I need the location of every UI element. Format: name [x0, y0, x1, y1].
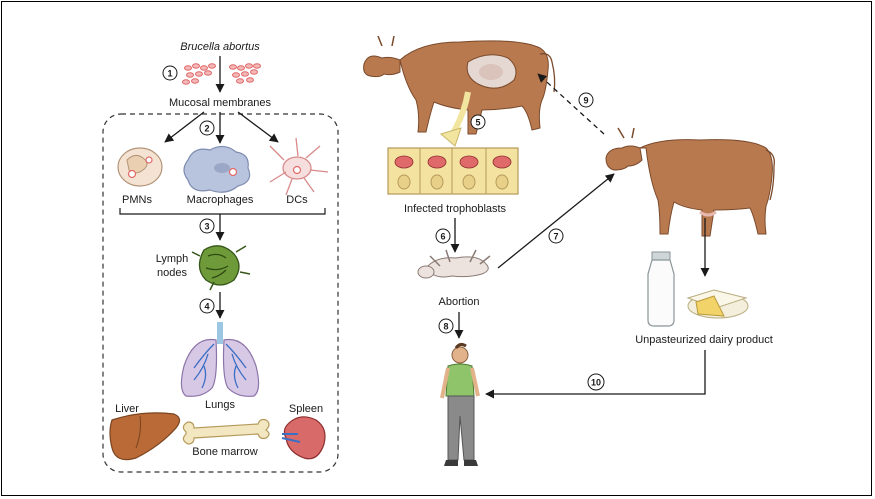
milk-bottle-icon — [647, 251, 675, 327]
liver-icon — [109, 412, 181, 461]
step-2-marker: 2 — [199, 120, 215, 136]
arrow-to-pmns — [164, 111, 205, 143]
abortion-label: Abortion — [439, 296, 480, 308]
macrophages-label: Macrophages — [187, 194, 254, 206]
arrow-reinfection — [537, 73, 605, 135]
cheese-icon — [686, 289, 749, 319]
step-1-marker: 1 — [162, 65, 178, 81]
mucosal-label: Mucosal membranes — [169, 97, 272, 109]
pathogen-label: Brucella abortus — [180, 41, 260, 53]
arrow-to-human-from-dairy — [485, 350, 706, 399]
bone-icon — [182, 418, 270, 445]
lymph-label-line2: nodes — [157, 267, 187, 279]
step-10-marker: 10 — [587, 373, 605, 391]
step-8-marker: 8 — [438, 318, 454, 334]
dendritic-cell-icon — [269, 137, 329, 196]
svg-text:5: 5 — [475, 118, 480, 128]
bone-marrow-label: Bone marrow — [192, 446, 257, 458]
spleen-label: Spleen — [289, 403, 323, 415]
step-5-marker: 5 — [470, 114, 486, 130]
trophoblast-cells-icon — [387, 147, 519, 195]
svg-text:4: 4 — [204, 302, 209, 312]
svg-text:8: 8 — [443, 322, 448, 332]
convergence-bracket — [119, 208, 326, 215]
step-6-marker: 6 — [435, 228, 451, 244]
bacteria-cluster-icon — [182, 63, 261, 85]
macrophage-cell-icon — [183, 145, 251, 193]
pregnant-cow-icon — [363, 35, 556, 135]
lymph-node-icon — [191, 245, 251, 291]
arrow-to-trophoblasts-head — [439, 127, 462, 147]
svg-text:3: 3 — [204, 222, 209, 232]
svg-text:1: 1 — [167, 69, 172, 79]
dairy-label: Unpasteurized dairy product — [635, 334, 773, 346]
svg-text:6: 6 — [440, 232, 445, 242]
step-4-marker: 4 — [199, 298, 215, 314]
step-9-marker: 9 — [578, 92, 594, 108]
trophoblasts-label: Infected trophoblasts — [404, 203, 507, 215]
arrow-to-dairy-cow — [497, 173, 615, 269]
spleen-icon — [281, 416, 326, 460]
svg-text:9: 9 — [583, 96, 588, 106]
human-icon — [440, 342, 480, 466]
pmn-cell-icon — [117, 147, 163, 187]
liver-label: Liver — [115, 403, 139, 415]
pmns-label: PMNs — [122, 194, 152, 206]
dcs-label: DCs — [286, 194, 308, 206]
lymph-label-line1: Lymph — [156, 253, 189, 265]
step-7-marker: 7 — [548, 228, 564, 244]
lungs-label: Lungs — [205, 399, 235, 411]
step-3-marker: 3 — [199, 218, 215, 234]
svg-text:7: 7 — [553, 232, 558, 242]
lungs-icon — [180, 322, 260, 397]
arrow-to-dcs — [237, 111, 279, 143]
svg-text:10: 10 — [591, 378, 601, 388]
dairy-cow-icon — [605, 127, 775, 237]
aborted-fetus-icon — [417, 249, 491, 279]
svg-text:2: 2 — [204, 124, 209, 134]
